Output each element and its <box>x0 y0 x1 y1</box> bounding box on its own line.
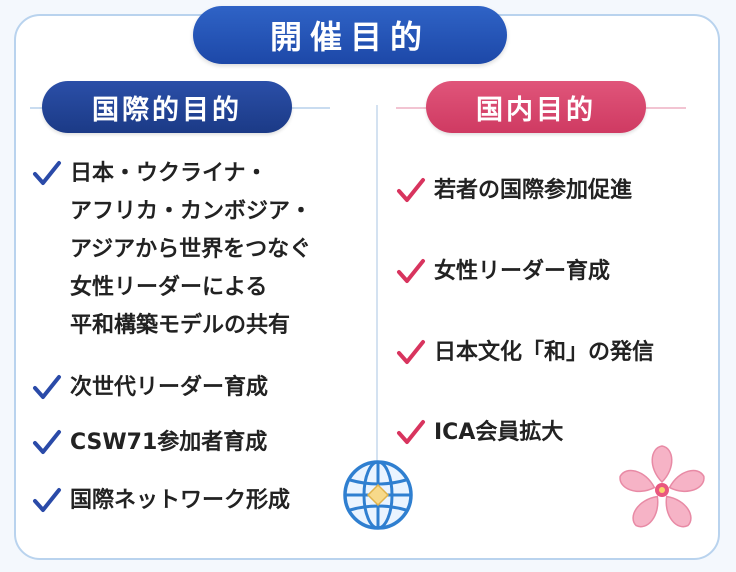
check-icon <box>33 375 61 399</box>
domestic-item-4: ICA会員拡大 <box>434 420 564 445</box>
international-item-2: 次世代リーダー育成 <box>70 375 269 400</box>
list-item: ICA会員拡大 <box>396 414 563 452</box>
globe-icon <box>343 460 413 530</box>
sakura-flower-icon <box>619 445 705 528</box>
check-icon <box>33 488 61 512</box>
check-icon <box>397 178 425 202</box>
list-item: 若者の国際参加促進 <box>396 172 632 210</box>
domestic-item-1: 若者の国際参加促進 <box>434 178 633 203</box>
domestic-item-3: 日本文化「和」の発信 <box>434 340 655 365</box>
check-icon <box>397 259 425 283</box>
page-title: 開催目的 <box>193 6 507 64</box>
list-item: 日本・ウクライナ・ アフリカ・カンボジア・ アジアから世界をつなぐ 女性リーダー… <box>32 155 312 345</box>
list-item: 女性リーダー育成 <box>396 253 610 291</box>
domestic-item-2: 女性リーダー育成 <box>434 259 611 284</box>
column-divider <box>376 105 378 525</box>
international-purpose-heading: 国際的目的 <box>42 81 292 133</box>
domestic-purpose-heading: 国内目的 <box>426 81 646 133</box>
international-item-1: 日本・ウクライナ・ アフリカ・カンボジア・ アジアから世界をつなぐ 女性リーダー… <box>70 161 313 338</box>
international-item-4: 国際ネットワーク形成 <box>70 488 291 513</box>
list-item: 日本文化「和」の発信 <box>396 334 654 372</box>
international-item-3: CSW71参加者育成 <box>70 430 268 455</box>
check-icon <box>33 430 61 454</box>
check-icon <box>397 340 425 364</box>
list-item: CSW71参加者育成 <box>32 424 267 462</box>
list-item: 国際ネットワーク形成 <box>32 482 290 520</box>
check-icon <box>33 161 61 185</box>
check-icon <box>397 420 425 444</box>
list-item: 次世代リーダー育成 <box>32 369 268 407</box>
